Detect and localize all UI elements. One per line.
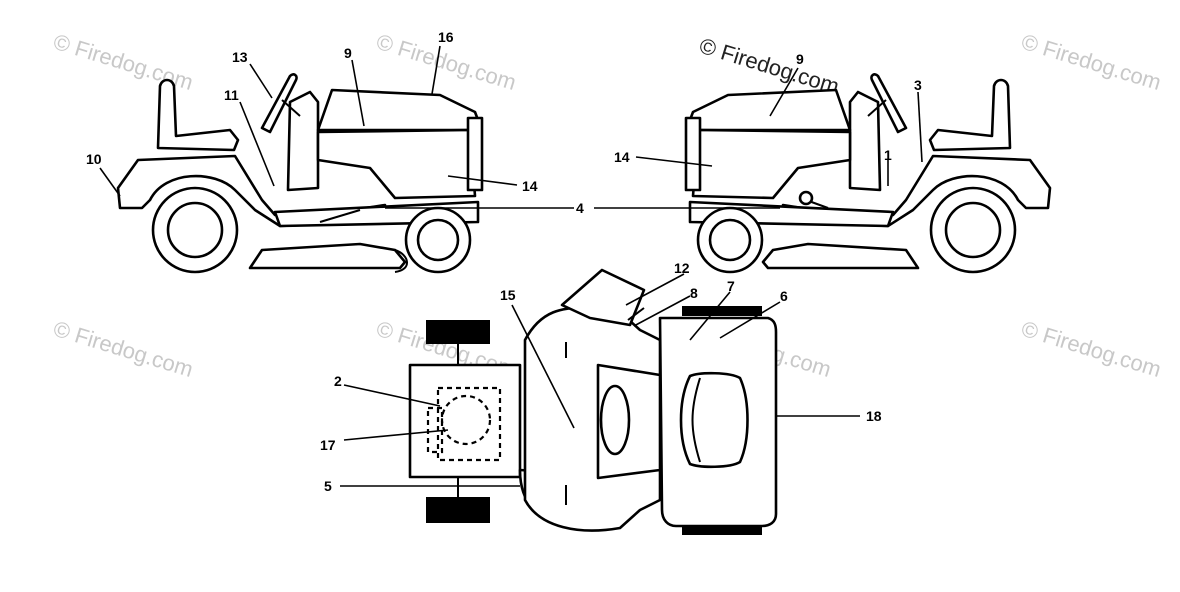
tractor-top-view xyxy=(408,268,778,535)
callout-11: 11 xyxy=(224,87,239,103)
callout-3: 3 xyxy=(914,77,922,93)
callout-14-right: 14 xyxy=(614,149,630,165)
callout-5: 5 xyxy=(324,478,332,494)
tractor-right-side-view xyxy=(684,73,1052,274)
callout-12: 12 xyxy=(674,260,690,276)
watermark-dark: © Firedog.com xyxy=(697,33,843,99)
callout-16: 16 xyxy=(438,29,454,45)
callout-1: 1 xyxy=(884,147,892,163)
callout-9-right: 9 xyxy=(796,51,804,67)
callout-7: 7 xyxy=(727,278,735,294)
callout-9-left: 9 xyxy=(344,45,352,61)
callout-17: 17 xyxy=(320,437,336,453)
callout-4: 4 xyxy=(576,200,584,216)
callout-6: 6 xyxy=(780,288,788,304)
callout-18: 18 xyxy=(866,408,882,424)
tractor-left-side-view xyxy=(116,73,484,274)
callout-8: 8 xyxy=(690,285,698,301)
callout-2: 2 xyxy=(334,373,342,389)
callout-15: 15 xyxy=(500,287,516,303)
callout-numbers: 1 2 3 4 5 6 7 8 9 9 10 11 12 13 14 14 15… xyxy=(86,29,922,494)
callout-10: 10 xyxy=(86,151,102,167)
watermark-mid-left: © Firedog.com xyxy=(51,316,197,382)
watermark-top-right: © Firedog.com xyxy=(1019,29,1165,95)
leader-lines xyxy=(99,45,923,487)
watermark-mid-right: © Firedog.com xyxy=(1019,316,1165,382)
callout-14-left: 14 xyxy=(522,178,538,194)
callout-13: 13 xyxy=(232,49,248,65)
